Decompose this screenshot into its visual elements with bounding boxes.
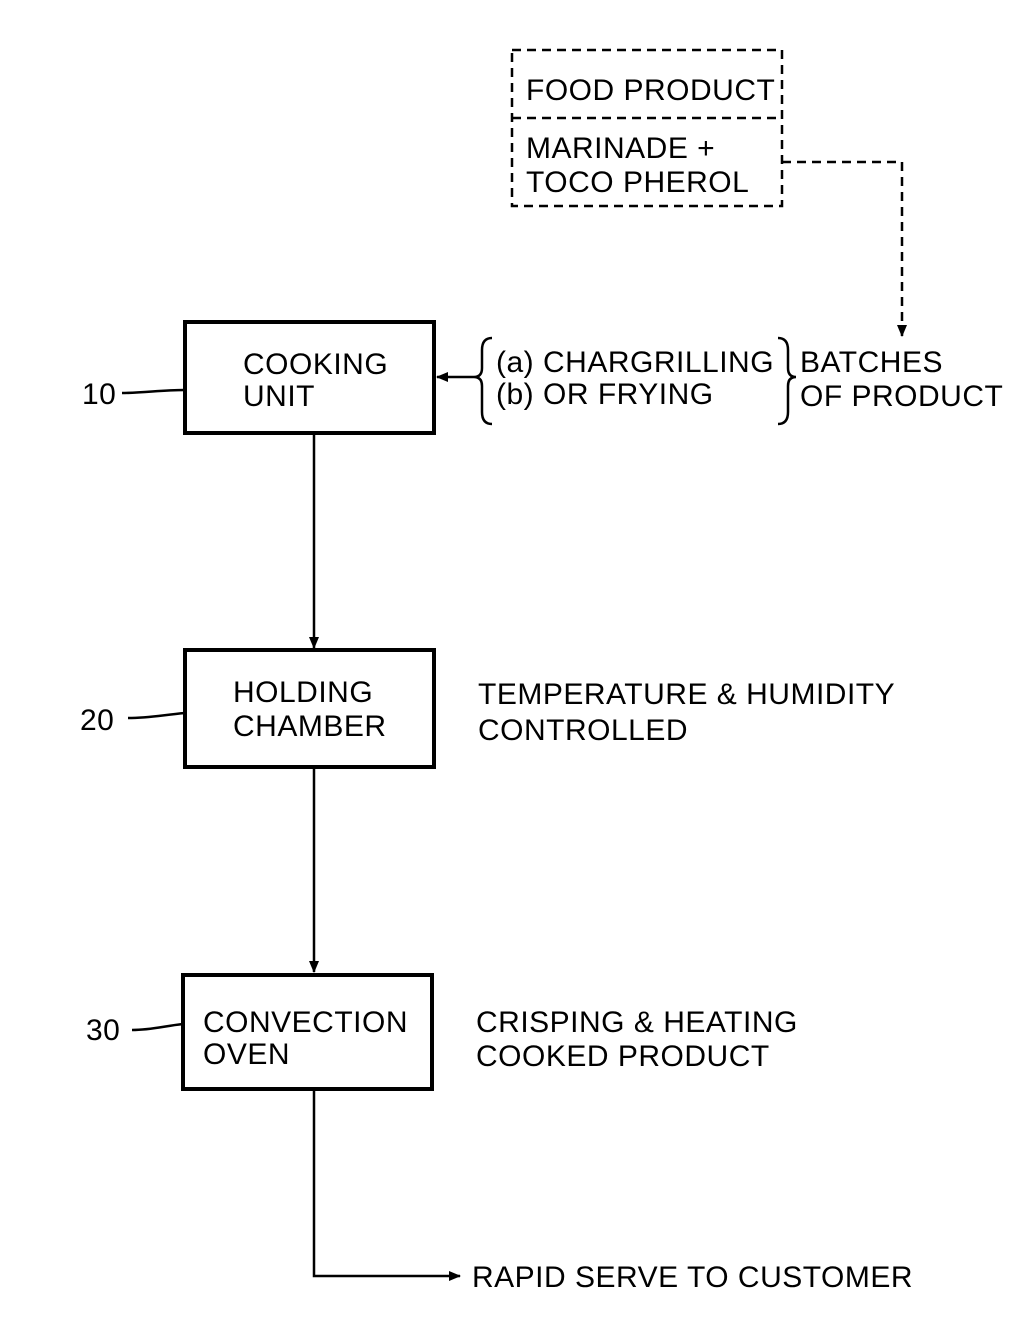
oven-to-output-arrow	[314, 1089, 460, 1276]
marinade-label: MARINADE +	[526, 132, 715, 165]
ref-leader-10	[122, 390, 185, 393]
cooking-unit-line2: UNIT	[243, 380, 315, 413]
batches-line2: OF PRODUCT	[800, 380, 1003, 413]
ref-leader-20	[128, 713, 185, 718]
holding-chamber-line1: HOLDING	[233, 676, 373, 709]
cooking-unit-box: COOKING UNIT	[185, 322, 434, 433]
method-chargrilling: (a) CHARGRILLING	[496, 346, 774, 379]
left-brace	[474, 338, 492, 424]
food-product-label: FOOD PRODUCT	[526, 74, 775, 107]
ref-number-10: 10	[82, 378, 116, 411]
holding-chamber-box: HOLDING CHAMBER	[185, 650, 434, 767]
food-product-box: FOOD PRODUCT MARINADE + TOCO PHEROL	[512, 50, 782, 206]
cooking-unit-line1: COOKING	[243, 348, 388, 381]
output-label: RAPID SERVE TO CUSTOMER	[472, 1261, 913, 1294]
ref-leader-30	[132, 1024, 183, 1030]
batches-line1: BATCHES	[800, 346, 943, 379]
method-frying: (b) OR FRYING	[496, 378, 714, 411]
right-brace	[778, 338, 796, 424]
ref-number-30: 30	[86, 1014, 120, 1047]
convection-oven-line2: OVEN	[203, 1038, 290, 1071]
convection-oven-box: CONVECTION OVEN	[183, 975, 432, 1089]
oven-note-line2: COOKED PRODUCT	[476, 1040, 770, 1073]
holding-note-line2: CONTROLLED	[478, 714, 688, 747]
oven-note-line1: CRISPING & HEATING	[476, 1006, 798, 1039]
tocopherol-label: TOCO PHEROL	[526, 166, 749, 199]
convection-oven-line1: CONVECTION	[203, 1006, 408, 1039]
source-to-batches-connector	[782, 162, 902, 336]
holding-note-line1: TEMPERATURE & HUMIDITY	[478, 678, 895, 711]
ref-number-20: 20	[80, 704, 114, 737]
holding-chamber-line2: CHAMBER	[233, 710, 387, 743]
